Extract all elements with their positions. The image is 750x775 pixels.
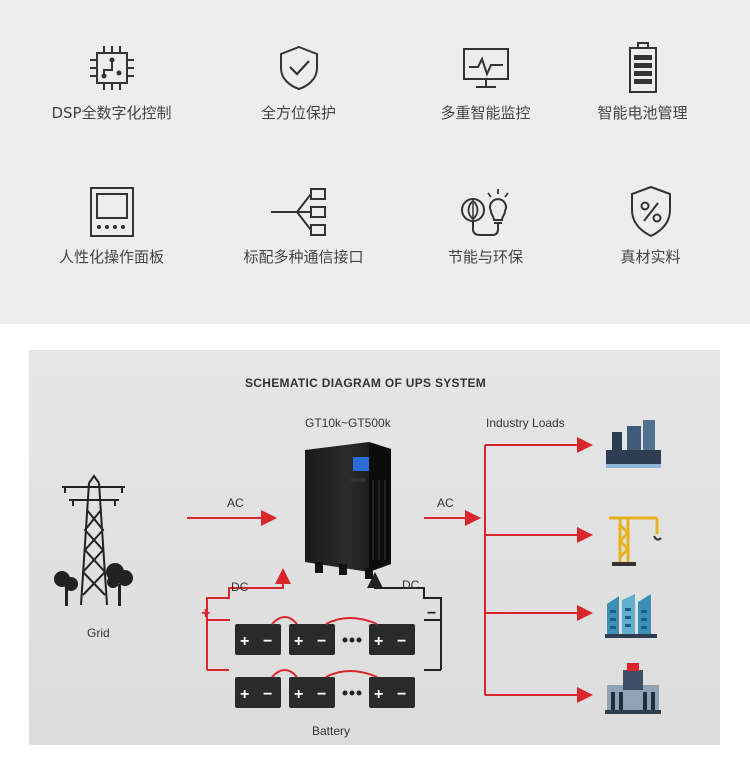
feature-comm: 标配多种通信接口 (210, 182, 397, 267)
dc-lines (206, 568, 442, 671)
plus-terminal-label: + (201, 605, 211, 622)
battery-label: Battery (312, 724, 351, 738)
percent-shield-icon (630, 185, 671, 238)
feature-label: 多重智能监控 (440, 104, 531, 122)
feature-quality: 真材实料 (557, 182, 744, 267)
feature-monitoring: 多重智能监控 (392, 38, 579, 123)
ups-model-label: GT10k~GT500k (305, 416, 391, 430)
svg-text:−: − (263, 633, 272, 650)
feature-protection: 全方位保护 (205, 38, 392, 123)
chip-icon (89, 46, 134, 90)
building-icon (605, 594, 657, 638)
grid-tower-icon (62, 474, 125, 606)
svg-text:−: − (397, 686, 406, 703)
feature-label: 真材实料 (620, 248, 681, 266)
network-tree-icon (270, 188, 326, 236)
svg-text:−: − (263, 686, 272, 703)
dc-right-label: DC (402, 578, 420, 592)
battery-icon (628, 42, 657, 93)
feature-eco: 节能与环保 (392, 182, 579, 267)
monitor-pulse-icon (462, 48, 509, 88)
power-plant-icon (605, 663, 661, 714)
svg-text:+: + (294, 686, 303, 703)
control-panel-icon (89, 187, 134, 237)
feature-label: 人性化操作面板 (58, 248, 164, 266)
feature-label: 全方位保护 (260, 104, 336, 122)
diagram-title: SCHEMATIC DIAGRAM OF UPS SYSTEM (245, 376, 487, 390)
feature-battery: 智能电池管理 (549, 38, 736, 123)
svg-text:+: + (374, 686, 383, 703)
svg-text:+: + (240, 686, 249, 703)
industry-loads-label: Industry Loads (486, 416, 565, 430)
tree-icon (54, 563, 133, 606)
ac-input-label: AC (227, 496, 244, 510)
schematic-drawing: +− +− +− +− +− +− (54, 420, 662, 714)
svg-text:−: − (317, 686, 326, 703)
ups-schematic: +− +− +− +− +− +− SCHEMATIC DIAGRAM OF U… (29, 350, 720, 745)
feature-label: 标配多种通信接口 (243, 248, 364, 266)
ac-output-label: AC (437, 496, 454, 510)
feature-label: DSP全数字化控制 (51, 104, 172, 122)
factory-icon (606, 420, 661, 468)
dc-left-label: DC (231, 580, 249, 594)
svg-text:−: − (397, 633, 406, 650)
ups-cabinet (305, 442, 391, 579)
shield-check-icon (279, 45, 318, 91)
feature-panel-ui: 人性化操作面板 (18, 182, 205, 267)
battery-bank: +− +− +− +− +− +− (235, 616, 415, 708)
svg-text:−: − (317, 633, 326, 650)
svg-text:+: + (374, 633, 383, 650)
feature-panel: DSP全数字化控制 全方位保护 多重智能监控 (0, 0, 750, 324)
svg-text:+: + (240, 633, 249, 650)
svg-text:+: + (294, 633, 303, 650)
leaf-bulb-icon (460, 189, 509, 236)
minus-terminal-label: − (427, 605, 437, 622)
feature-label: 智能电池管理 (597, 104, 688, 122)
grid-label: Grid (87, 626, 110, 640)
crane-icon (609, 516, 662, 566)
load-distribution-lines (484, 437, 593, 703)
feature-dsp: DSP全数字化控制 (18, 38, 205, 123)
feature-label: 节能与环保 (447, 248, 523, 266)
